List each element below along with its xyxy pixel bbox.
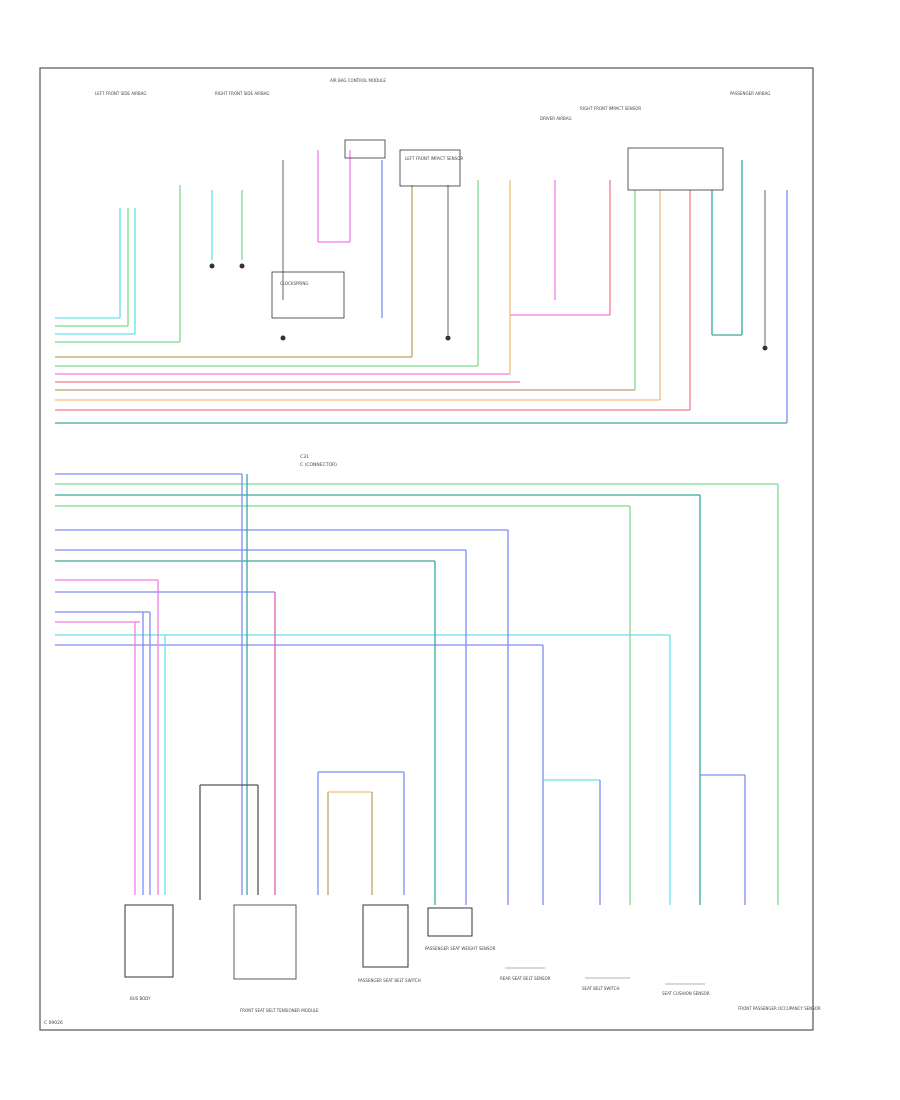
top-vertical-wires (119, 150, 788, 423)
bottom-vertical-wires (134, 474, 779, 905)
bottom-label-group: BUS BODY FRONT SEAT BELT TENSIONER MODUL… (130, 946, 821, 1013)
seat-belt-tensioner-box (233, 904, 297, 980)
top-label-3: AIR BAG CONTROL MODULE (330, 78, 386, 83)
bottom-label-4: PASSENGER SEAT WEIGHT SENSOR (425, 946, 496, 951)
bottom-label-5: REAR SEAT BELT SENSOR (500, 976, 551, 981)
bottom-label-1: BUS BODY (130, 996, 151, 1001)
mid-label-2: C (CONNECTOR) (300, 462, 337, 468)
bottom-label-2: FRONT SEAT BELT TENSIONER MODULE (240, 1008, 319, 1013)
top-label-8: PASSENGER AIRBAG (730, 91, 770, 96)
passenger-seat-belt-switch-box (362, 904, 409, 968)
page-code: C 09026 (44, 1020, 63, 1026)
top-label-6: RIGHT FRONT IMPACT SENSOR (580, 106, 641, 111)
airbag-module-box (627, 147, 724, 191)
weight-sensor-box (427, 907, 473, 937)
top-label-group: LEFT FRONT SIDE AIRBAG RIGHT FRONT SIDE … (95, 78, 770, 286)
top-label-5: LEFT FRONT IMPACT SENSOR (405, 156, 463, 161)
top-label-1: LEFT FRONT SIDE AIRBAG (95, 91, 146, 96)
bottom-bus-lines (55, 473, 778, 646)
top-label-2: RIGHT FRONT SIDE AIRBAG (215, 91, 270, 96)
top-bus-lines (55, 317, 787, 424)
bus-body-box (124, 904, 174, 978)
connector-box-b (344, 139, 386, 159)
top-label-7: DRIVER AIRBAG (540, 116, 572, 121)
top-label-4: CLOCKSPRING (280, 281, 308, 286)
bottom-label-6: SEAT BELT SWITCH (582, 986, 620, 991)
diagram-frame (39, 67, 814, 1031)
bottom-components (124, 904, 705, 985)
bottom-label-3: PASSENGER SEAT BELT SWITCH (358, 978, 421, 983)
bottom-label-8: FRONT PASSENGER OCCUPANCY SENSOR (738, 1006, 821, 1011)
bottom-label-7: SEAT CUSHION SENSOR (662, 991, 710, 996)
connector-box-a (399, 149, 461, 187)
mid-label-1: C31 (300, 454, 309, 460)
top-components (209, 139, 768, 351)
clockspring-box (271, 271, 345, 319)
